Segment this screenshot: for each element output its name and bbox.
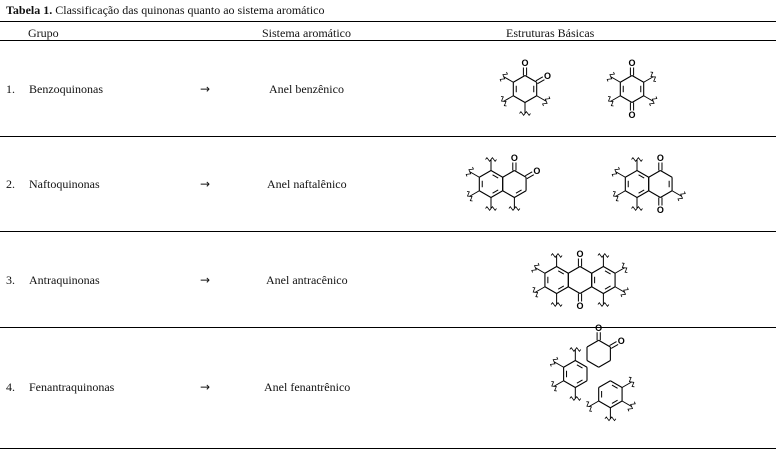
row-number: 1. (6, 82, 15, 96)
oxygen-label: O (657, 153, 664, 163)
wavy-bond (597, 302, 610, 307)
wavy-bond (542, 96, 551, 107)
wavy-bond (677, 191, 686, 202)
arrow-icon: → (200, 380, 211, 394)
oxygen-label: O (618, 336, 625, 346)
oxygen-label: O (533, 166, 540, 176)
wavy-bond (485, 157, 497, 162)
header-structures: Estruturas Básicas (506, 26, 595, 40)
wavy-bond (631, 206, 643, 211)
oxygen-label: O (595, 323, 602, 333)
oxygen-label: O (628, 58, 635, 68)
wavy-bond (597, 253, 610, 258)
wavy-bond (551, 381, 557, 392)
wavy-bond (466, 191, 473, 202)
top-rule (0, 21, 776, 22)
wavy-bond (604, 416, 617, 422)
table-row: 1. Benzoquinonas → Anel benzênico (0, 41, 776, 136)
table-row: 4. Fenantraquinonas → Anel fenantrênico (0, 328, 776, 448)
arrow-icon: → (200, 273, 211, 287)
wavy-bond (650, 71, 657, 82)
wavy-bond (550, 253, 563, 258)
wavy-bond (519, 111, 531, 116)
wavy-bond (465, 166, 474, 177)
wavy-bond (485, 206, 497, 211)
wavy-bond (627, 401, 636, 412)
wavy-bond (611, 166, 620, 177)
arrow-icon: → (200, 177, 211, 191)
wavy-bond (607, 96, 614, 107)
arrow-icon: → (200, 82, 211, 96)
row-divider (0, 136, 776, 137)
wavy-bond (508, 206, 521, 211)
table-caption-text: Classificação das quinonas quanto ao sis… (55, 3, 325, 17)
wavy-bond (531, 262, 540, 273)
oxygen-label: O (576, 301, 583, 311)
header-system: Sistema aromático (262, 26, 351, 40)
row-group: Fenantraquinonas (29, 380, 115, 394)
wavy-bond (620, 287, 629, 298)
bottom-rule (0, 448, 776, 449)
row-divider (0, 231, 776, 232)
wavy-bond (631, 157, 643, 162)
oxygen-label: O (511, 153, 518, 163)
table-caption-label: Tabela 1. (6, 3, 53, 17)
row-group: Benzoquinonas (29, 82, 103, 96)
wavy-bond (500, 96, 507, 107)
wavy-bond (628, 376, 635, 388)
table-row: 3. Antraquinonas → Anel antracênico (0, 232, 776, 327)
table-caption: Tabela 1. Classificação das quinonas qua… (6, 3, 325, 18)
row-group: Antraquinonas (29, 273, 100, 287)
row-number: 4. (6, 380, 15, 394)
row-number: 2. (6, 177, 15, 191)
wavy-bond (586, 401, 592, 412)
row-system: Anel fenantrênico (264, 380, 351, 394)
row-system: Anel antracênico (266, 273, 348, 287)
wavy-bond (549, 356, 559, 367)
oxygen-label: O (576, 249, 583, 259)
header-rule (0, 40, 776, 41)
wavy-bond (621, 262, 628, 273)
row-system: Anel naftalênico (267, 177, 347, 191)
row-number: 3. (6, 273, 15, 287)
wavy-bond (532, 287, 539, 298)
table-row: 2. Naftoquinonas → Anel naftalênico (0, 137, 776, 231)
wavy-bond (649, 96, 658, 107)
wavy-bond (550, 302, 563, 307)
oxygen-label: O (657, 205, 664, 215)
header-group: Grupo (28, 26, 59, 40)
wavy-bond (499, 71, 508, 82)
wavy-bond (569, 396, 582, 401)
wavy-bond (612, 191, 619, 202)
oxygen-label: O (628, 110, 635, 120)
wavy-bond (606, 71, 615, 82)
row-divider (0, 327, 776, 328)
oxygen-label: O (521, 58, 528, 68)
row-system: Anel benzênico (269, 82, 344, 96)
wavy-bond (569, 347, 582, 352)
row-group: Naftoquinonas (29, 177, 100, 191)
oxygen-label: O (544, 71, 551, 81)
